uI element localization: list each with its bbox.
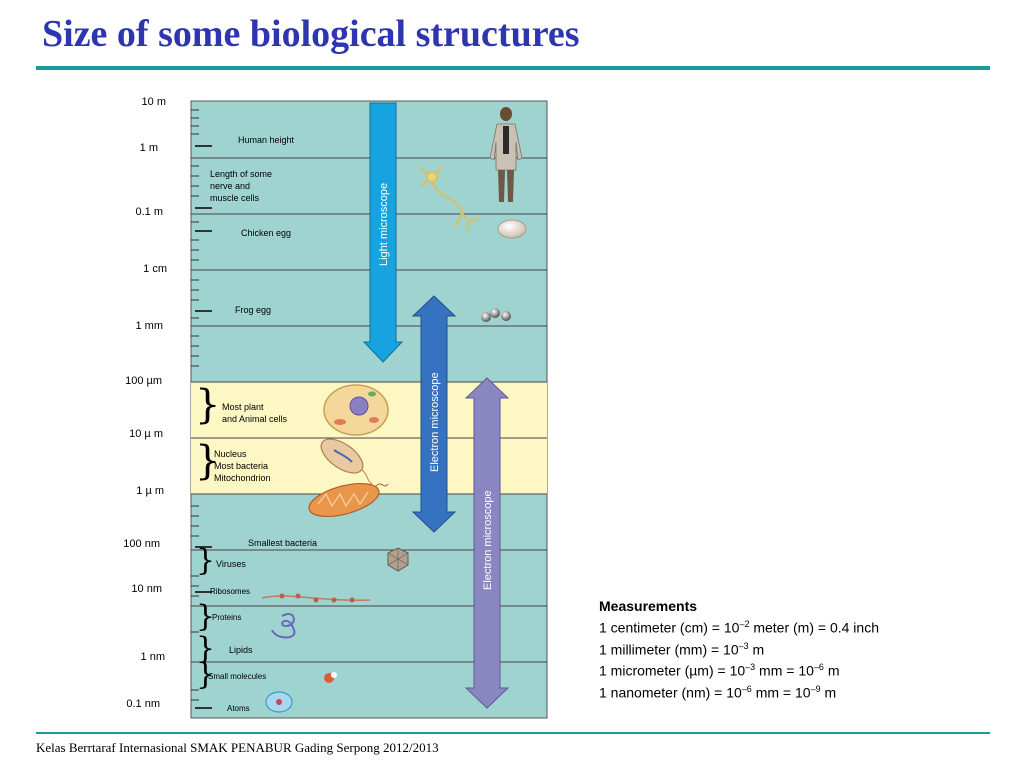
protein-icon [271, 613, 296, 639]
label-nucleus: Nucleus [214, 449, 247, 459]
label-nerve-line2: nerve and [210, 181, 251, 191]
item-markers [195, 145, 212, 709]
scale-label-10um: 10 µ m [129, 428, 163, 440]
measurement-cm: 1 centimeter (cm) = 10–2 meter (m) = 0.4… [599, 619, 879, 636]
chicken-egg-icon [497, 219, 527, 239]
scale-label-10m: 10 m [141, 96, 166, 108]
electron-microscope-label-2: Electron microscope [482, 490, 494, 590]
nerve-cell-icon [419, 165, 479, 231]
scale-label-100um: 100 µm [125, 375, 162, 387]
scale-label-1nm: 1 nm [140, 651, 165, 663]
scale-label-10nm: 10 nm [131, 583, 162, 595]
scale-label-1mm: 1 mm [135, 320, 164, 332]
scale-label-1m: 1 m [139, 142, 158, 154]
footer-rule [36, 732, 990, 734]
label-ribosomes: Ribosomes [210, 587, 251, 596]
label-nerve-line3: muscle cells [210, 193, 260, 203]
atom-icon [265, 691, 293, 713]
label-small-molecules: Small molecules [208, 672, 267, 681]
brace-cells: } [195, 382, 221, 428]
brace-viruses: } [196, 543, 216, 578]
label-cells-line1: Most plant [222, 402, 264, 412]
bacterium-icon [320, 438, 373, 485]
label-atoms: Atoms [227, 704, 250, 713]
electron-microscope-label-1: Electron microscope [429, 372, 441, 472]
page-title: Size of some biological structures [42, 13, 580, 55]
electron-microscope-arrow-1: Electron microscope [411, 295, 457, 533]
light-microscope-arrow: Light microscope [362, 102, 404, 363]
scale-label-1um: 1 µ m [136, 485, 164, 497]
label-human-height: Human height [238, 135, 295, 145]
mitochondrion-icon [308, 482, 389, 518]
scale-label-1cm: 1 cm [143, 263, 167, 275]
label-smallest-bacteria: Smallest bacteria [248, 538, 318, 548]
footer-text: Kelas Berrtaraf Internasional SMAK PENAB… [36, 740, 439, 755]
brace-bacteria: } [195, 438, 221, 484]
label-frog-egg: Frog egg [235, 305, 272, 315]
human-figure-icon [489, 107, 523, 202]
frog-eggs-icon [481, 308, 511, 322]
animal-cell-icon [323, 384, 389, 436]
title-rule [36, 66, 990, 70]
measurement-um: 1 micrometer (µm) = 10–3 mm = 10–6 m [599, 662, 840, 679]
light-microscope-label: Light microscope [378, 183, 390, 266]
label-mitochondrion: Mitochondrion [214, 473, 271, 483]
electron-microscope-arrow-2: Electron microscope [464, 377, 510, 709]
measurements-heading: Measurements [599, 598, 698, 614]
brace-lipids: } [196, 631, 216, 666]
measurement-mm: 1 millimeter (mm) = 10–3 m [599, 640, 765, 658]
brace-small-molecules: } [196, 657, 216, 692]
axis-ticks [191, 109, 199, 701]
virus-icon [387, 547, 409, 572]
label-cells-line2: and Animal cells [222, 414, 288, 424]
scale-label-0.1nm: 0.1 nm [126, 698, 160, 710]
measurements-box: Measurements 1 centimeter (cm) = 10–2 me… [599, 597, 879, 702]
label-proteins: Proteins [212, 613, 242, 622]
label-nerve-line1: Length of some [210, 169, 273, 179]
label-lipids: Lipids [229, 645, 253, 655]
brace-proteins: } [196, 599, 216, 634]
measurement-nm: 1 nanometer (nm) = 10–6 mm = 10–9 m [599, 683, 837, 701]
label-chicken-egg: Chicken egg [241, 228, 292, 238]
label-most-bacteria: Most bacteria [214, 461, 269, 471]
scale-label-0.1m: 0.1 m [135, 206, 163, 218]
label-viruses: Viruses [216, 559, 246, 569]
ribosome-chain-icon [261, 593, 371, 603]
molecule-icon [324, 672, 337, 683]
scale-label-100nm: 100 nm [123, 538, 160, 550]
